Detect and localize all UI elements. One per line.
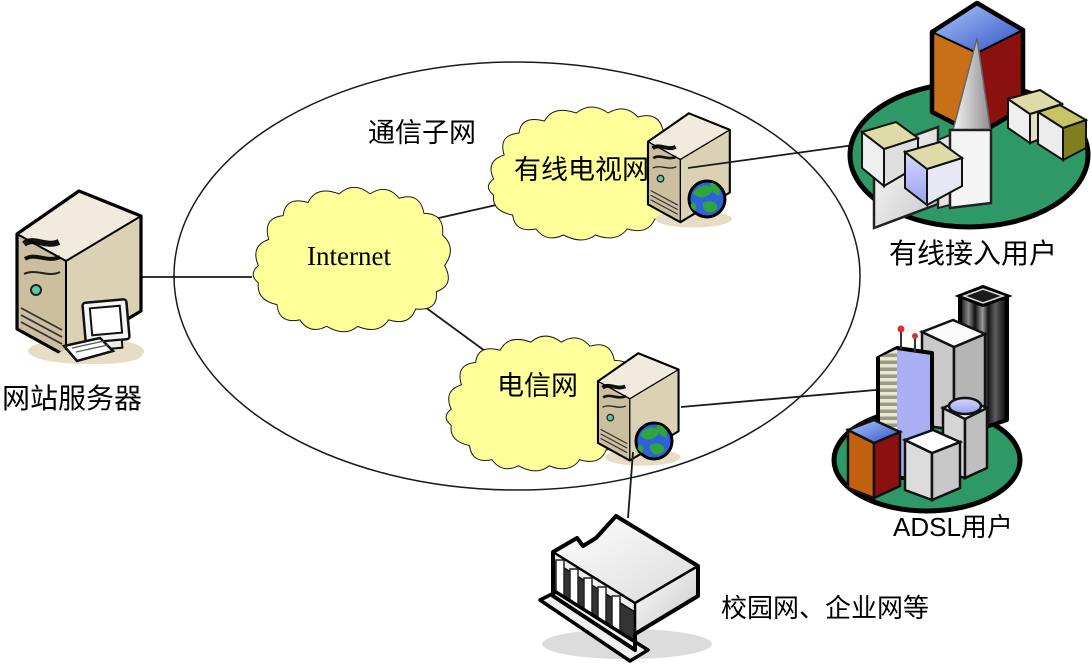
- orange-building: [844, 418, 904, 500]
- subnet-label: 通信子网: [368, 118, 476, 148]
- campus-label: 校园网、企业网等: [721, 594, 930, 623]
- roof-face: [553, 516, 698, 603]
- internet-cloud-label: Internet: [307, 241, 391, 271]
- telecom-cloud-label: 电信网: [497, 371, 578, 401]
- base-step: [538, 590, 650, 663]
- desktop-pc-icon: [58, 298, 142, 364]
- globe-icon: [687, 179, 727, 219]
- cable-users-label: 有线接入用户: [889, 239, 1058, 270]
- monitor-screen: [88, 304, 124, 337]
- cable-users-island-icon: [847, 0, 1091, 230]
- adsl-city-icon: [831, 284, 1023, 514]
- link-telecom-adsl: [680, 388, 888, 408]
- catv-cloud-label: 有线电视网: [514, 155, 649, 185]
- link-internet-catv: [429, 202, 506, 221]
- right-face: [635, 566, 698, 634]
- campus-building-icon: [538, 514, 712, 663]
- globe-icon: [634, 421, 674, 461]
- antenna-light: [912, 333, 918, 339]
- white-cube-building: [901, 428, 964, 502]
- link-catv-cableusers: [687, 141, 877, 169]
- adsl-users-label: ADSL用户: [893, 512, 1013, 542]
- link-telecom-campus: [627, 451, 634, 519]
- antenna-light: [897, 325, 905, 333]
- web-server-icon: [17, 191, 144, 364]
- web-server-label: 网站服务器: [2, 384, 143, 415]
- small-houses: [859, 88, 1089, 208]
- subnet-boundary-ellipse: [173, 61, 861, 491]
